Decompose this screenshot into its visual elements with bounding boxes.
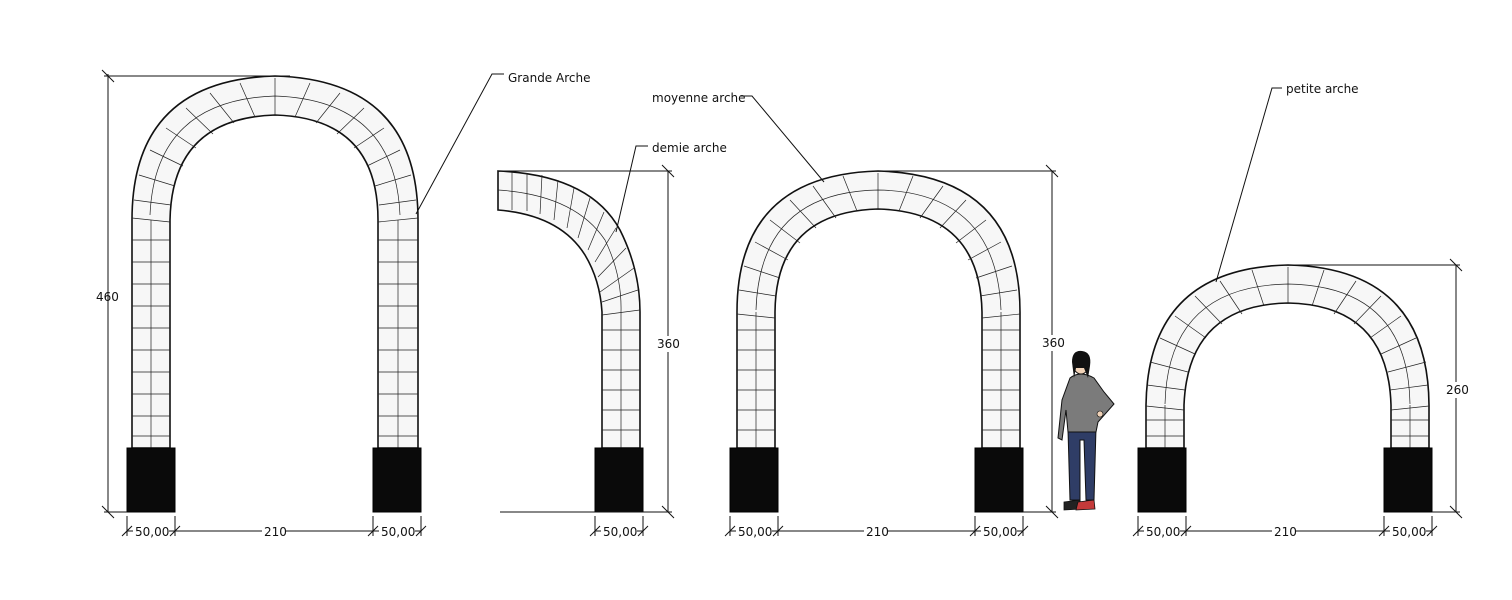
moyenne-left-base-width: 50,00 xyxy=(738,525,772,539)
petite-arche-right-base xyxy=(1383,447,1433,513)
petite-height-label: 260 xyxy=(1446,383,1469,397)
moyenne-right-base-width: 50,00 xyxy=(983,525,1017,539)
grande-height-label: 460 xyxy=(96,290,119,304)
demie-base-width: 50,00 xyxy=(603,525,637,539)
demie-arche xyxy=(497,170,644,513)
grande-left-base-width: 50,00 xyxy=(135,525,169,539)
moyenne-arche xyxy=(729,170,1024,513)
grande-arche-label: Grande Arche xyxy=(508,71,590,85)
petite-arche-left-base xyxy=(1137,447,1187,513)
moyenne-arche-body xyxy=(736,170,1021,449)
petite-arche-grid xyxy=(1145,267,1430,448)
grande-arche-leader xyxy=(415,73,504,215)
petite-arche-body xyxy=(1145,264,1430,449)
grande-arche-left-base xyxy=(126,447,176,513)
petite-arche-label: petite arche xyxy=(1286,82,1359,96)
grande-arche-body xyxy=(131,75,419,449)
moyenne-arche-label: moyenne arche xyxy=(652,91,746,105)
grande-right-base-width: 50,00 xyxy=(381,525,415,539)
petite-arche-leader xyxy=(1215,87,1282,283)
grande-height-dimension xyxy=(101,69,290,519)
grande-arche xyxy=(126,75,422,513)
demie-arche-base xyxy=(594,447,644,513)
demie-arche-label: demie arche xyxy=(652,141,727,155)
petite-arche xyxy=(1137,264,1433,513)
person-scale-figure xyxy=(1057,350,1115,511)
petite-span-width: 210 xyxy=(1274,525,1297,539)
moyenne-arche-leader xyxy=(740,95,825,183)
demie-height-label: 360 xyxy=(657,337,680,351)
grande-arche-right-base xyxy=(372,447,422,513)
moyenne-height-label: 360 xyxy=(1042,336,1065,350)
demie-arche-leader xyxy=(615,145,648,233)
petite-right-base-width: 50,00 xyxy=(1392,525,1426,539)
moyenne-arche-left-base xyxy=(729,447,779,513)
moyenne-span-width: 210 xyxy=(866,525,889,539)
petite-left-base-width: 50,00 xyxy=(1146,525,1180,539)
demie-arche-body xyxy=(497,170,641,449)
grande-arche-grid xyxy=(131,78,419,448)
demie-arche-grid xyxy=(497,172,641,448)
grande-span-width: 210 xyxy=(264,525,287,539)
moyenne-arche-grid xyxy=(736,173,1021,448)
moyenne-arche-right-base xyxy=(974,447,1024,513)
